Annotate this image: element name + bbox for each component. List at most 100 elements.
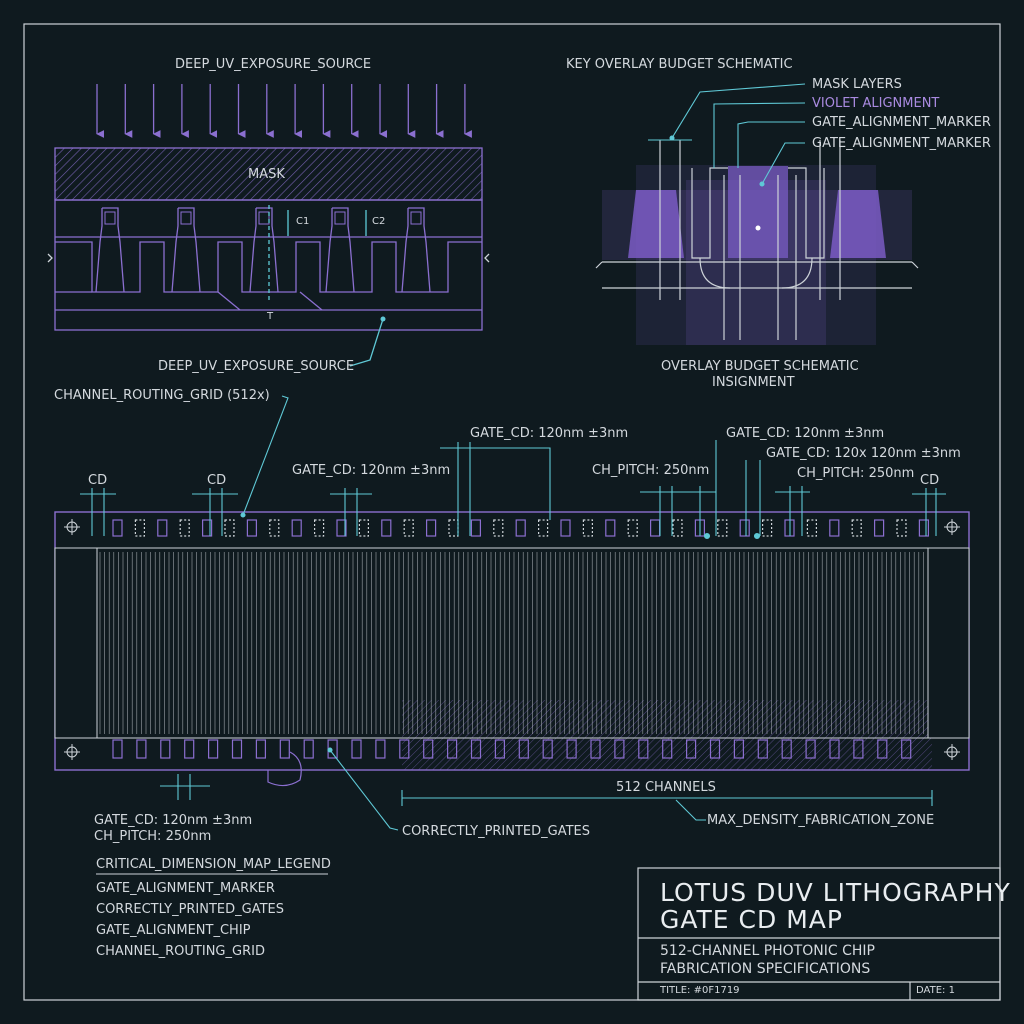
- cd-label-3: CD: [920, 473, 940, 488]
- bottom-gate: [733, 739, 745, 759]
- gate-profile: [401, 207, 431, 293]
- overlay-caption-2: INSIGNMENT: [712, 375, 795, 390]
- top-gate: [873, 519, 885, 537]
- bottom-gate: [781, 739, 792, 759]
- top-gate: [896, 519, 907, 537]
- top-gate: [336, 519, 347, 537]
- gate-cd-mid-label: GATE_CD: 120nm ±3nm: [292, 463, 451, 478]
- date-field: DATE: 1: [916, 985, 955, 996]
- bottom-gate: [901, 739, 912, 759]
- bottom-gate: [805, 739, 816, 759]
- overlay-caption: OVERLAY BUDGET SCHEMATIC: [661, 359, 859, 374]
- break-marks: [47, 253, 490, 263]
- alignment-crosshairs: [64, 519, 960, 760]
- legend-item: GATE_ALIGNMENT_MARKER: [96, 881, 275, 896]
- overlay-leaders: [648, 83, 806, 187]
- bottom-gate: [279, 739, 290, 759]
- legend-item: GATE_ALIGNMENT_CHIP: [96, 923, 251, 938]
- top-gate: [515, 519, 526, 537]
- uv-arrows: [96, 84, 472, 138]
- top-gate: [739, 519, 750, 537]
- bottom-gate: [160, 739, 171, 759]
- gate-profile: [171, 207, 201, 293]
- center-gate-block: [728, 166, 788, 258]
- violet-alignment-label: VIOLET ALIGNMENT: [812, 96, 940, 111]
- top-gate: [314, 519, 325, 537]
- bottom-gate: [542, 739, 553, 759]
- channel-routing-grid: [54, 395, 970, 831]
- ch-pitch-mid-label: CH_PITCH: 250nm: [592, 463, 710, 478]
- top-gate: [403, 519, 414, 537]
- top-gate: [426, 519, 437, 537]
- bottom-gate: [662, 739, 673, 759]
- bottom-gate: [231, 739, 243, 759]
- top-gate: [672, 519, 683, 537]
- top-gate: [537, 519, 549, 537]
- center-marker: [755, 225, 761, 231]
- bottom-gate: [399, 739, 410, 759]
- gate-cap: [258, 211, 270, 225]
- max-density-label: MAX_DENSITY_FABRICATION_ZONE: [707, 813, 935, 828]
- bottom-gate: [829, 739, 840, 759]
- exposure-cross-section: [47, 147, 490, 367]
- top-gate: [851, 519, 862, 537]
- uv-source-bottom-label: DEEP_UV_EXPOSURE_SOURCE: [158, 359, 355, 374]
- bottom-gate: [208, 739, 219, 759]
- channels-count-label: 512 CHANNELS: [616, 780, 716, 795]
- top-gate: [269, 519, 280, 537]
- top-gate: [761, 519, 773, 537]
- bottom-gate-row: [112, 739, 912, 759]
- substrate-outline: [54, 199, 483, 331]
- t-label: T: [267, 311, 274, 322]
- bottom-gate: [518, 739, 529, 759]
- c1-label: C1: [296, 216, 310, 227]
- legend-item: CORRECTLY_PRINTED_GATES: [96, 902, 285, 917]
- overlay-schematic: [595, 83, 919, 345]
- bottom-gate: [853, 739, 864, 759]
- top-gate: [560, 519, 571, 537]
- probe-loop: [267, 751, 302, 787]
- gate-cap: [334, 211, 346, 225]
- c2-label: C2: [372, 216, 386, 227]
- bottom-gate: [470, 739, 482, 759]
- gate-cd-right-label-2: GATE_CD: 120x 120nm ±3nm: [766, 446, 961, 461]
- left-gate-block: [628, 190, 684, 258]
- gate-cd-bottom-label: GATE_CD: 120nm ±3nm: [94, 813, 253, 828]
- bottom-gate: [303, 739, 314, 759]
- top-gate: [381, 519, 392, 537]
- drawing-title-line-2: GATE CD MAP: [660, 905, 843, 934]
- gate-profile: [249, 207, 279, 293]
- right-pad: [927, 547, 970, 739]
- bottom-gate: [184, 739, 195, 759]
- dimension-marks: [80, 395, 946, 831]
- bottom-gate: [614, 739, 625, 759]
- overlay-title: KEY OVERLAY BUDGET SCHEMATIC: [566, 57, 793, 72]
- top-gate-row: [112, 519, 930, 537]
- bottom-gate: [136, 739, 147, 759]
- title-block: [637, 867, 1001, 1001]
- drawing-frame: [23, 23, 1001, 1001]
- cd-label-1: CD: [88, 473, 108, 488]
- top-gate: [291, 519, 302, 537]
- top-gate: [649, 519, 661, 537]
- gate-cd-right-label: GATE_CD: 120nm ±3nm: [726, 426, 885, 441]
- right-gate-block: [830, 190, 886, 258]
- bottom-gate: [112, 739, 123, 759]
- gate-marker-label-2: GATE_ALIGNMENT_MARKER: [812, 136, 991, 151]
- top-gate: [717, 519, 728, 537]
- top-gate: [806, 519, 818, 537]
- top-gate: [179, 519, 190, 537]
- gate-profile: [325, 207, 355, 293]
- top-gate: [470, 519, 481, 537]
- gate-cap: [410, 211, 422, 225]
- top-gate: [582, 519, 594, 537]
- bottom-gate: [709, 739, 721, 759]
- legend-title: CRITICAL_DIMENSION_MAP_LEGEND: [96, 857, 331, 872]
- gate-cap: [180, 211, 192, 225]
- top-gate: [134, 519, 145, 537]
- gate-cross-sections: [95, 207, 431, 293]
- mask-layer: [54, 147, 483, 201]
- bottom-gate: [638, 739, 649, 759]
- etch-lines: [217, 291, 323, 311]
